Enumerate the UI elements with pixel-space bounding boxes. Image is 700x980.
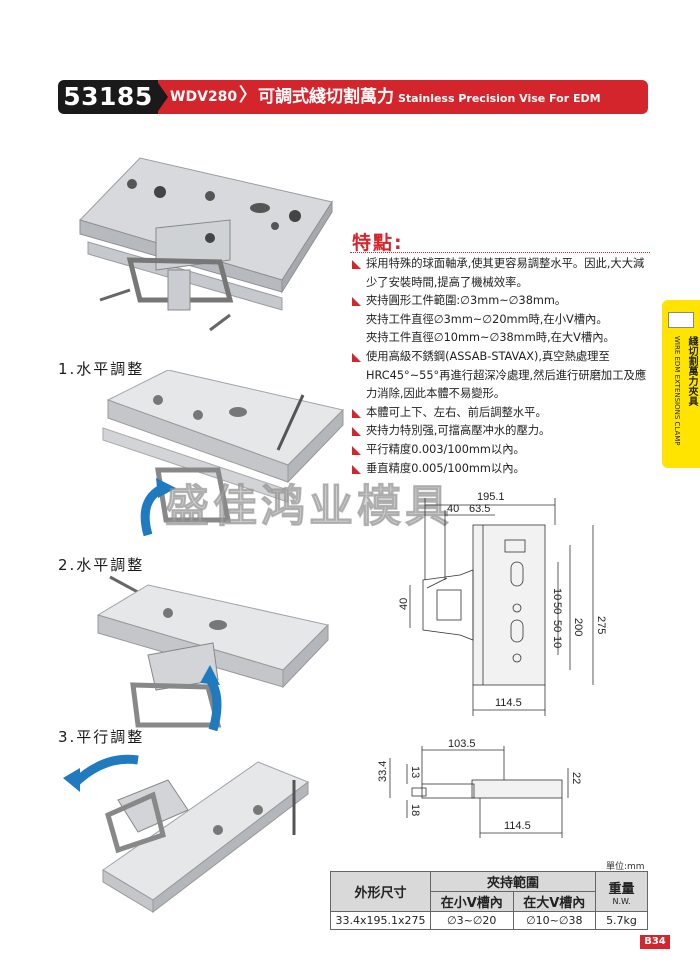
header-small-v: 在小V槽內 [430, 891, 514, 912]
dim-side-13: 13 [409, 766, 421, 778]
side-tab-label-zh: 綫切割萬力夾具 [686, 336, 697, 406]
header-large-v: 在大V槽內 [512, 891, 596, 912]
feature-item: 垂直精度0.005/100mm以內。 [352, 460, 647, 479]
page-number: B34 [640, 935, 670, 949]
category-side-tab[interactable]: 綫切割萬力夾具 WIRE EDM EXTENSIONS CLAMP [662, 300, 700, 468]
watermark: 盛佳鸿业模具 [165, 481, 453, 533]
step-2-label: 2.水平調整 [58, 556, 145, 574]
title-banner: 53185 WDV280 〉 可調式綫切割萬力 Stainless Precisi… [58, 80, 648, 114]
spec-table: 外形尺寸 夾持範圍 重量 N.W. 在小V槽內 在大V槽內 33.4x195.1… [330, 871, 648, 930]
side-tab-label-en: WIRE EDM EXTENSIONS CLAMP [673, 336, 681, 446]
dim-side-18: 18 [409, 804, 421, 816]
dim-50-top: 50 [551, 602, 563, 614]
dim-275: 275 [595, 616, 607, 634]
header-weight: 重量 N.W. [595, 871, 648, 912]
top-view-drawing: 195.1 40 63.5 40 10 50 50 10 200 275 114… [398, 491, 607, 716]
chevron-icon: 〉 [239, 85, 257, 106]
title-bar-red [156, 80, 648, 114]
product-photo-main [79, 157, 333, 332]
header-size: 外形尺寸 [330, 871, 431, 912]
header-range: 夾持範圍 [430, 871, 596, 892]
table-header-row: 外形尺寸 夾持範圍 重量 N.W. [330, 871, 648, 912]
dim-jaw-40: 40 [398, 598, 410, 610]
dim-side-103: 103.5 [448, 738, 476, 750]
feature-item: 採用特殊的球面軸承,使其更容易調整水平。因此,大大減少了安裝時間,提高了機械效率… [352, 255, 647, 292]
cell-small-v: ∅3~∅20 [430, 911, 514, 930]
dim-width-total: 195.1 [477, 491, 505, 503]
feature-item: 使用高級不銹鋼(ASSAB-STAVAX),真空熱處理至HRC45°~55°再進… [352, 348, 647, 404]
dim-50-bottom: 50 [551, 620, 563, 632]
vise-icon [668, 312, 694, 328]
features-divider [350, 252, 650, 253]
step-3-photo [63, 754, 310, 914]
step-3-label: 3.平行調整 [58, 728, 145, 746]
dim-200: 200 [572, 618, 584, 636]
dim-side-33: 33.4 [377, 761, 389, 782]
product-code: 53185 [58, 80, 158, 114]
cell-weight: 5.7kg [595, 911, 648, 930]
table-row: 33.4x195.1x275 ∅3~∅20 ∅10~∅38 5.7kg [330, 911, 648, 930]
unit-label: 單位:mm [606, 862, 645, 872]
step-1-photo [102, 370, 344, 537]
product-title-en: Stainless Precision Vise For EDM [398, 92, 601, 105]
features-list: 採用特殊的球面軸承,使其更容易調整水平。因此,大大減少了安裝時間,提高了機械效率… [352, 255, 647, 478]
dim-10-bottom: 10 [551, 636, 563, 648]
feature-item: 夾持圓形工件範圍:∅3mm~∅38mm。 [352, 292, 647, 311]
step-2-photo [96, 575, 329, 732]
model-number: WDV280 [170, 89, 238, 105]
dim-base-114: 114.5 [495, 697, 522, 709]
header-weight-nw: N.W. [612, 896, 631, 906]
dim-offset-40: 40 [447, 503, 459, 515]
step-1-label: 1.水平調整 [58, 360, 145, 378]
header-weight-zh: 重量 [608, 881, 635, 897]
dim-side-114: 114.5 [504, 820, 531, 832]
feature-item: 平行精度0.003/100mm以內。 [352, 441, 647, 460]
product-title-zh: 可調式綫切割萬力 [258, 87, 394, 107]
feature-subitem: 夾持工件直徑∅3mm~∅20mm時,在小V槽內。 [366, 312, 608, 326]
cell-size: 33.4x195.1x275 [330, 911, 431, 930]
side-view-drawing: 103.5 33.4 13 18 22 114.5 [377, 738, 582, 838]
product-title: 可調式綫切割萬力 Stainless Precision Vise For EDM [258, 85, 601, 111]
dim-side-22: 22 [570, 772, 582, 784]
cell-large-v: ∅10~∅38 [512, 911, 596, 930]
feature-item: 本體可上下、左右、前后調整水平。 [352, 404, 647, 423]
features-title: 特點: [352, 232, 404, 254]
dim-10-top: 10 [551, 588, 563, 600]
feature-subitem: 夾持工件直徑∅10mm~∅38mm時,在大V槽內。 [366, 331, 615, 345]
table-subheader-row: 在小V槽內 在大V槽內 [331, 891, 648, 912]
dim-offset-63: 63.5 [469, 503, 490, 515]
feature-item: 夾持力特別强,可擋高壓冲水的壓力。 [352, 422, 647, 441]
